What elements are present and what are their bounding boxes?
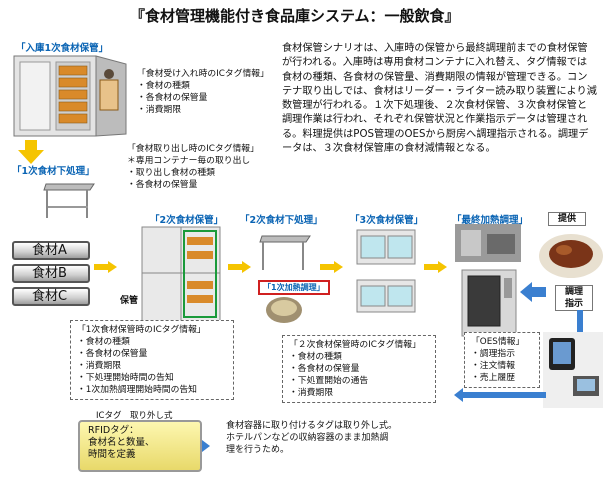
page-title: 『食材管理機能付き食品庫システム：一般飲食』: [130, 7, 460, 25]
down-arrow: [18, 140, 44, 164]
food-item-c: 食材C: [12, 287, 90, 306]
cook-instruction-label: 調理指示: [555, 285, 593, 311]
combi-oven-illustration: [461, 269, 517, 337]
flow-arrow-head: [108, 261, 117, 273]
description-text: 食材保管シナリオは、入庫時の保管から最終調理前までの食材保管が行われる。入庫時は…: [282, 43, 597, 155]
blue-vertical-bar: [577, 310, 583, 350]
stage-label-2-storage: 「2次食材保管」: [150, 215, 224, 226]
refrigerator-illustration: [141, 226, 221, 322]
note-stage1-storage: 「1次食材保管時のICタグ情報」・食材の種類 ・各食材の保管量・消費期限 ・下処…: [70, 320, 234, 400]
pos-devices-photo: [543, 332, 603, 408]
serve-label: 提供: [548, 212, 586, 226]
flow-arrow-bar: [424, 264, 438, 270]
storage-room-illustration: [13, 55, 127, 137]
blue-left-arrow: [520, 282, 546, 302]
flow-arrow-head: [438, 261, 447, 273]
note-oes: 「OES情報」・調理指示 ・注文情報・売上履歴: [464, 332, 540, 388]
food-item-b: 食材B: [12, 264, 90, 283]
stage-label-1-prep: 「1次食材下処理」: [12, 166, 95, 177]
stage-label-3-storage: 「3次食材保管」: [350, 215, 424, 226]
stage-label-1-heat: 「1次加熱調理」: [258, 280, 330, 295]
kitchen-photo: [455, 224, 521, 262]
flow-arrow-bar: [228, 264, 242, 270]
prep-table-illustration: [259, 235, 311, 270]
return-arrow-head: [454, 388, 463, 402]
tag-note: 食材容器に取り付けるタグは取り外し式。ホテルパンなどの収納容器のまま加熱調理を行…: [226, 421, 398, 455]
dish-photo: [539, 234, 603, 278]
prep-table-illustration: [43, 183, 95, 218]
return-arrow-bar: [462, 392, 546, 398]
rfid-tag-box: RFIDタグ：食材名と数量、時間を定義: [78, 420, 202, 472]
flow-arrow-head: [334, 261, 343, 273]
flow-arrow-head: [242, 261, 251, 273]
food-item-a: 食材A: [12, 241, 90, 260]
flow-arrow-bar: [320, 264, 334, 270]
note-receipt: 「食材受け入れ時のICタグ情報」・食材の種類 ・各食材の保管量・消費期限: [137, 69, 269, 115]
ic-tag-caption: ICタグ 取り外し式: [96, 411, 173, 421]
stage-label-1-storage: 「入庫1次食材保管」: [16, 43, 109, 54]
rfid-arrow: [202, 440, 210, 452]
note-takeout: 「食材取り出し時のICタグ情報」＊専用コンテナー毎の取り出し ・取り出し食材の種…: [127, 144, 259, 190]
stage-label-2-prep: 「2次食材下処理」: [240, 215, 323, 226]
storage-label: 保管: [120, 296, 139, 306]
note-stage2-storage: 「２次食材保管時のICタグ情報」・食材の種類 ・各食材の保管量・下処置開始の通告…: [282, 335, 436, 403]
stage-label-final-heat: 「最終加熱調理」: [452, 215, 529, 226]
cooking-pot-illustration: [266, 297, 302, 323]
flow-arrow-bar: [94, 264, 108, 270]
cold-table-illustration: [356, 229, 416, 313]
